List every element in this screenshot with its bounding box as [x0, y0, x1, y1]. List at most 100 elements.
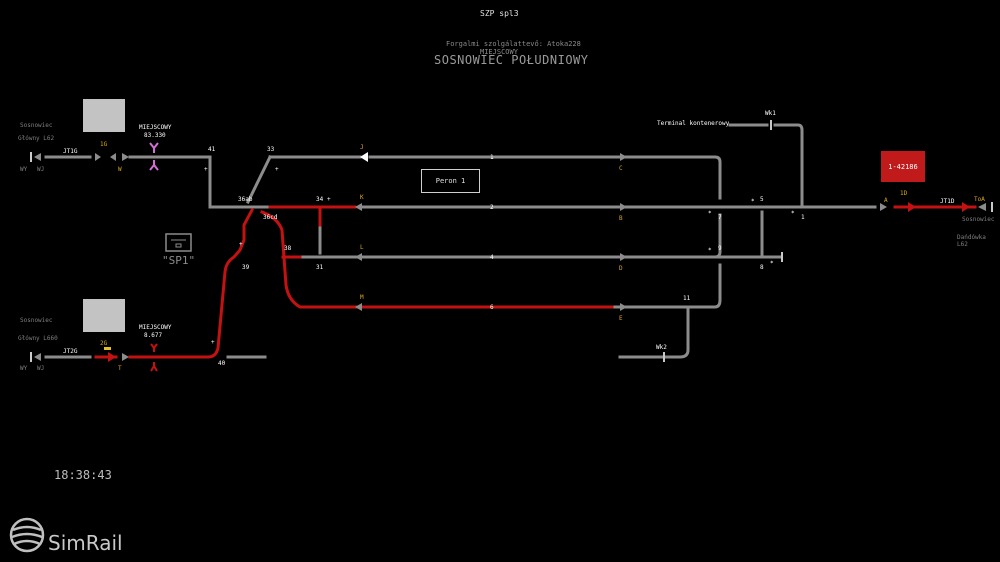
switch-41-dot: + — [204, 166, 208, 173]
signal-jt1d-icon — [962, 202, 970, 212]
route-to-6 — [260, 210, 614, 309]
right-dir-line: Dańdówka L62 — [957, 234, 986, 248]
signal-e-label[interactable]: E — [619, 315, 623, 322]
wj-bottom-label: WJ — [37, 365, 45, 372]
wk2-label: Wk2 — [656, 344, 667, 351]
switch-33-label[interactable]: 33 — [267, 146, 275, 153]
signal-t-label[interactable]: T — [118, 365, 122, 372]
train-indicator[interactable]: 1-42186 — [881, 151, 925, 182]
switch-11-label[interactable]: 11 — [683, 295, 691, 302]
signal-toa-label[interactable]: ToA — [974, 196, 985, 203]
signal-k-label[interactable]: K — [360, 194, 364, 201]
switch-33-dot: + — [275, 166, 279, 173]
local-control-bottom-icon — [150, 343, 158, 352]
switch-36ab-label[interactable]: 36ab — [238, 196, 253, 203]
mode-label: MIEJSCOWY — [480, 48, 518, 56]
simrail-logo-icon — [9, 517, 45, 553]
signal-2g-label[interactable]: 2G — [100, 340, 108, 347]
switch-34-dot: + — [327, 196, 331, 203]
signal-w-label[interactable]: W — [118, 166, 122, 173]
signal-k-icon — [355, 203, 362, 211]
left-bottom-mode-label: MIEJSCOWY — [139, 324, 172, 331]
signal-2g-icon — [108, 352, 116, 362]
left-bottom-dir-name: Sosnowiec — [20, 317, 53, 324]
switch-1-label[interactable]: 1 — [801, 214, 805, 221]
left-bottom-dir-line: Główny L660 — [18, 335, 58, 342]
left-bottom-control-button[interactable] — [83, 299, 125, 332]
left-top-dir-name: Sosnowiec — [20, 122, 53, 129]
switch-7-label[interactable]: 7 — [718, 214, 722, 221]
switch-5-label[interactable]: 5 — [760, 196, 764, 203]
track-4-turn — [713, 213, 722, 259]
dispatcher-label: Forgalmi szolgálattevő: Atoka228 — [446, 40, 581, 48]
switch-8-label[interactable]: 8 — [760, 264, 764, 271]
left-top-control-button[interactable] — [83, 99, 125, 132]
switch-36cd-label[interactable]: 36cd — [263, 214, 278, 221]
switch-40-dot: + — [211, 339, 215, 346]
signal-1g-b-icon — [110, 153, 116, 161]
signal-toa-icon — [978, 203, 986, 211]
signal-l-label[interactable]: L — [360, 244, 364, 251]
switch-9-label[interactable]: 9 — [718, 245, 722, 252]
track-6-east — [610, 263, 722, 309]
platform-box: Peron 1 — [421, 169, 480, 193]
signal-m-label[interactable]: M — [360, 294, 364, 301]
switch-31-label[interactable]: 31 — [316, 264, 324, 271]
switch-38-label[interactable]: 38 — [284, 245, 292, 252]
track-2-label: 2 — [490, 204, 494, 211]
signal-1g-label[interactable]: 1G — [100, 141, 108, 148]
signal-b-label[interactable]: B — [619, 215, 623, 222]
track-main-top — [128, 155, 275, 209]
wy-bottom-label: WY — [20, 365, 28, 372]
signal-d-label[interactable]: D — [619, 265, 623, 272]
signal-1d-label[interactable]: 1D — [900, 190, 908, 197]
track-jt1g-label: JT1G — [63, 148, 78, 155]
signal-w-icon — [122, 153, 129, 161]
left-top-dir-line: Główny L62 — [18, 135, 55, 142]
track-wk1 — [773, 123, 804, 207]
terminal-label: Terminal kontenerowy — [657, 120, 730, 127]
track-switch-33 — [245, 154, 273, 205]
clock: 18:38:43 — [54, 468, 112, 482]
route-bottom-west — [128, 207, 255, 359]
track-6-label: 6 — [490, 304, 494, 311]
switch-41-label[interactable]: 41 — [208, 146, 216, 153]
station-name: SOSNOWIEC POŁUDNIOWY — [434, 53, 589, 67]
signal-1g-a-icon — [95, 153, 101, 161]
switch-39-label[interactable]: 39 — [242, 264, 250, 271]
local-control-top-b-icon — [149, 160, 159, 171]
signal-c-icon — [620, 153, 627, 161]
wy-top-label: WY — [20, 166, 28, 173]
track-wk2 — [618, 308, 690, 359]
wj-top-label: WJ — [37, 166, 45, 173]
switch-9-dot: * — [708, 247, 712, 254]
signal-l-icon — [355, 253, 362, 261]
track-4-label: 4 — [490, 254, 494, 261]
signal-wy-bottom-icon — [34, 353, 41, 361]
window-title: SZP spl3 — [480, 9, 519, 18]
signal-j-icon — [360, 152, 368, 162]
simrail-logo-text: SimRail — [48, 531, 123, 555]
left-top-mode-label: MIEJSCOWY — [139, 124, 172, 131]
switch-34-label[interactable]: 34 — [316, 196, 324, 203]
signal-j-label[interactable]: J — [360, 144, 364, 151]
signal-m-icon — [355, 303, 362, 311]
signal-d-icon — [620, 253, 627, 261]
sp1-box — [165, 233, 192, 252]
local-control-top-icon — [149, 142, 159, 153]
right-dir-name: Sosnowiec — [962, 216, 995, 223]
signal-c-label[interactable]: C — [619, 165, 623, 172]
signal-a-icon — [880, 203, 887, 211]
switch-8-dot: * — [770, 260, 774, 267]
switch-7-dot: * — [708, 210, 712, 217]
left-bottom-km-label: 8.677 — [144, 332, 163, 339]
signal-e-icon — [620, 303, 627, 311]
switch-39-dot: + — [239, 241, 243, 248]
switch-40-label[interactable]: 40 — [218, 360, 226, 367]
track-1 — [268, 155, 722, 200]
track-jt2g-label: JT2G — [63, 348, 78, 355]
signal-1d-icon — [908, 202, 916, 212]
signal-a-label[interactable]: A — [884, 197, 888, 204]
sp1-label[interactable]: "SP1" — [162, 254, 196, 267]
